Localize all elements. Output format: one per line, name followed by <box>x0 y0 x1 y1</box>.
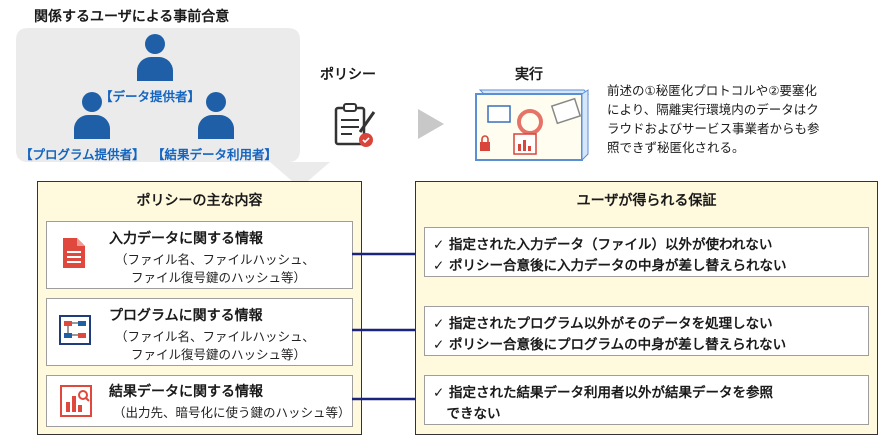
program-flowchart-icon <box>59 315 91 345</box>
guarantee-box-program: ✓ 指定されたプログラム以外がそのデータを処理しない ✓ ポリシー合意後にプログ… <box>424 306 869 356</box>
result-data-info-box: 結果データに関する情報 （出力先、暗号化に使う鍵のハッシュ等） <box>46 375 353 427</box>
policy-label: ポリシー <box>320 67 376 83</box>
result-data-info-sub: （出力先、暗号化に使う鍵のハッシュ等） <box>113 405 351 420</box>
guarantee-box-result: ✓ 指定された結果データ利用者以外が結果データを参照 できない <box>424 375 869 425</box>
consensus-title: 関係するユーザによる事前合意 <box>34 9 230 25</box>
flow-arrow-icon <box>418 109 444 139</box>
exec-note-line: ラウドおよびサービス事業者からも参 <box>607 121 820 136</box>
program-info-sub: （ファイル名、ファイルハッシュ、 <box>115 329 315 344</box>
guarantee-line: ✓ ポリシー合意後にプログラムの中身が差し替えられない <box>433 337 787 353</box>
exec-note-line: により、隔離実行環境内のデータはク <box>607 102 819 117</box>
data-provider-label: 【データ提供者】 <box>100 89 201 104</box>
data-provider-person-icon <box>135 34 175 82</box>
guarantee-line: ✓ 指定された結果データ利用者以外が結果データを参照 <box>433 385 774 401</box>
result-chart-icon <box>60 385 92 417</box>
document-icon <box>63 238 85 268</box>
input-data-info-box: 入力データに関する情報 （ファイル名、ファイルハッシュ、 ファイル復号鍵のハッシ… <box>46 221 353 289</box>
execution-environment-icon <box>475 89 590 162</box>
guarantee-panel-title: ユーザが得られる保証 <box>576 193 717 209</box>
guarantee-line: できない <box>433 406 501 422</box>
exec-note-line: 照できず秘匿化される。 <box>607 140 745 155</box>
result-user-person-icon <box>196 92 236 140</box>
guarantee-panel: ユーザが得られる保証 ✓ 指定された入力データ（ファイル）以外が使われない ✓ … <box>415 181 878 435</box>
guarantee-line: ✓ 指定された入力データ（ファイル）以外が使われない <box>433 237 773 253</box>
result-data-info-title: 結果データに関する情報 <box>109 384 263 400</box>
input-data-info-sub: ファイル復号鍵のハッシュ等） <box>131 270 307 285</box>
guarantee-line: ✓ 指定されたプログラム以外がそのデータを処理しない <box>433 316 773 332</box>
guarantee-line: ✓ ポリシー合意後に入力データの中身が差し替えられない <box>433 258 787 274</box>
input-data-info-sub: （ファイル名、ファイルハッシュ、 <box>115 252 315 267</box>
input-data-info-title: 入力データに関する情報 <box>109 231 263 247</box>
program-info-box: プログラムに関する情報 （ファイル名、ファイルハッシュ、 ファイル復号鍵のハッシ… <box>46 298 353 366</box>
exec-note: 前述の①秘匿化プロトコルや②要塞化 により、隔離実行環境内のデータはク ラウドお… <box>607 81 820 157</box>
result-user-label: 【結果データ利用者】 <box>152 147 278 162</box>
policy-panel: ポリシーの主な内容 入力データに関する情報 （ファイル名、ファイルハッシュ、 フ… <box>37 181 362 435</box>
policy-document-icon <box>334 103 376 147</box>
exec-label: 実行 <box>515 67 543 83</box>
program-info-sub: ファイル復号鍵のハッシュ等） <box>131 347 307 362</box>
exec-note-line: 前述の①秘匿化プロトコルや②要塞化 <box>607 83 817 98</box>
policy-panel-title: ポリシーの主な内容 <box>136 193 263 209</box>
program-provider-label: 【プログラム提供者】 <box>20 147 145 162</box>
program-info-title: プログラムに関する情報 <box>109 308 263 324</box>
program-provider-person-icon <box>72 92 112 140</box>
guarantee-box-input: ✓ 指定された入力データ（ファイル）以外が使われない ✓ ポリシー合意後に入力デ… <box>424 227 869 277</box>
